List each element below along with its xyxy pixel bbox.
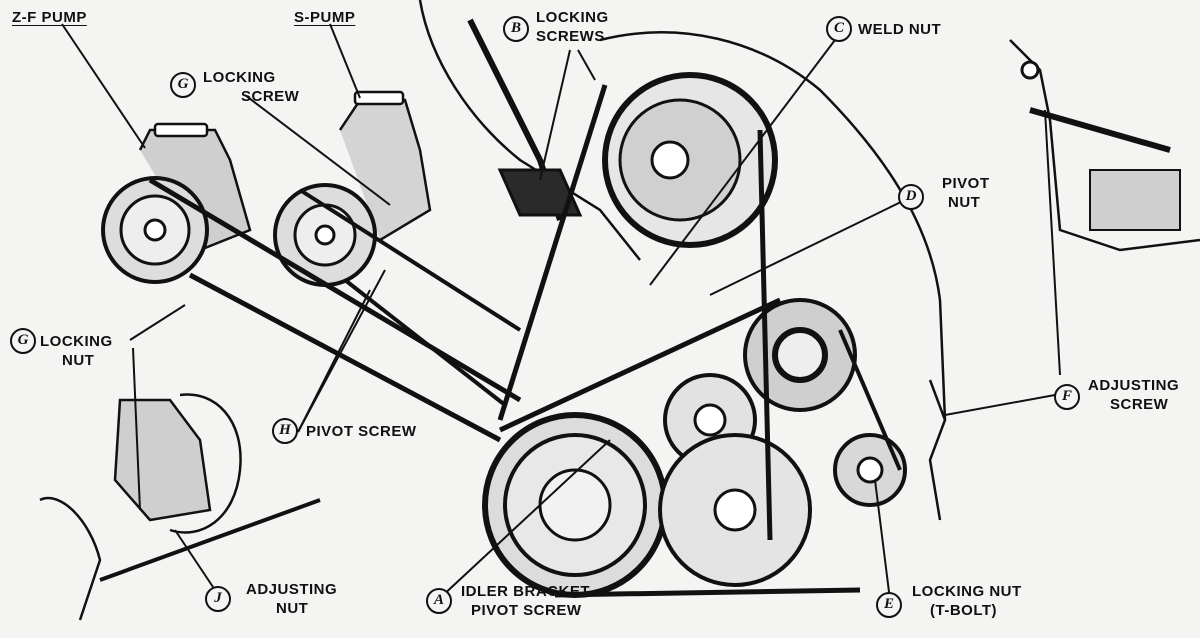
- badge-a: A: [426, 588, 452, 614]
- badge-g-nut: G: [10, 328, 36, 354]
- badge-b: B: [503, 16, 529, 42]
- badge-g-screw: G: [170, 72, 196, 98]
- label-locking-nut: LOCKING NUT: [40, 333, 113, 369]
- badge-f: F: [1054, 384, 1080, 410]
- badge-d: D: [898, 184, 924, 210]
- label-zf-pump: Z-F PUMP: [12, 9, 87, 26]
- label-pivot-screw: PIVOT SCREW: [306, 423, 417, 440]
- label-locking-screw: LOCKING SCREW: [203, 69, 300, 105]
- badge-j: J: [205, 586, 231, 612]
- label-locking-nut-tbolt: LOCKING NUT (T-BOLT): [912, 583, 1022, 619]
- label-weld-nut: WELD NUT: [858, 21, 942, 38]
- label-pivot-nut: PIVOT NUT: [942, 175, 990, 211]
- label-locking-screws: LOCKING SCREWS: [536, 9, 609, 45]
- label-s-pump: S-PUMP: [294, 9, 356, 26]
- label-adjusting-screw: ADJUSTING SCREW: [1088, 377, 1180, 413]
- label-adjusting-nut: ADJUSTING NUT: [246, 581, 338, 617]
- badge-c: C: [826, 16, 852, 42]
- badge-e: E: [876, 592, 902, 618]
- label-idler-bracket: IDLER BRACKET PIVOT SCREW: [461, 583, 590, 619]
- badge-h: H: [272, 418, 298, 444]
